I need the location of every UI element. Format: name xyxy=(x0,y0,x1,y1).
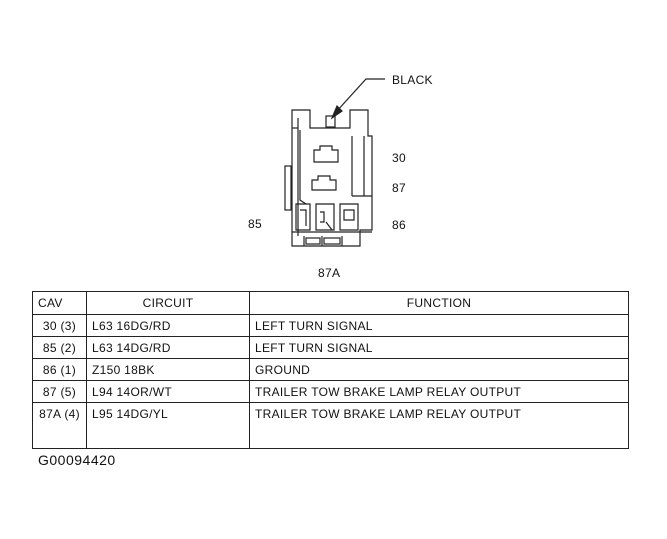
black-label: BLACK xyxy=(392,73,433,87)
cell-function: GROUND xyxy=(249,358,629,381)
cavity-label-87a: 87A xyxy=(318,266,341,280)
cavity-87 xyxy=(311,175,337,191)
table-row: 87 (5) L94 14OR/WT TRAILER TOW BRAKE LAM… xyxy=(32,380,629,403)
cavity-label-86: 86 xyxy=(392,218,406,232)
cavity-30 xyxy=(313,145,339,163)
cavity-86 xyxy=(339,203,359,231)
cell-circuit: Z150 18BK xyxy=(86,358,250,381)
cell-circuit: L94 14OR/WT xyxy=(86,380,250,403)
leader-arrowhead xyxy=(330,104,343,120)
table-row: 87A (4) L95 14DG/YL TRAILER TOW BRAKE LA… xyxy=(32,402,629,449)
table-row: 86 (1) Z150 18BK GROUND xyxy=(32,358,629,381)
cell-circuit: L95 14DG/YL xyxy=(86,402,250,449)
cell-function: LEFT TURN SIGNAL xyxy=(249,314,629,337)
cell-cav: 86 (1) xyxy=(32,358,87,381)
cavity-87a xyxy=(315,203,335,231)
cell-cav: 87 (5) xyxy=(32,380,87,403)
cell-function: TRAILER TOW BRAKE LAMP RELAY OUTPUT xyxy=(249,402,629,449)
header-function: FUNCTION xyxy=(249,291,629,315)
cell-cav: 87A (4) xyxy=(32,402,87,449)
cell-circuit: L63 16DG/RD xyxy=(86,314,250,337)
cavity-85 xyxy=(295,203,311,231)
header-cav: CAV xyxy=(32,291,87,315)
connector-diagram xyxy=(284,78,385,247)
table-row: 30 (3) L63 16DG/RD LEFT TURN SIGNAL xyxy=(32,314,629,337)
header-circuit: CIRCUIT xyxy=(86,291,250,315)
cavity-label-87: 87 xyxy=(392,181,406,195)
cell-function: TRAILER TOW BRAKE LAMP RELAY OUTPUT xyxy=(249,380,629,403)
connector-body xyxy=(284,109,373,247)
table-header-row: CAV CIRCUIT FUNCTION xyxy=(32,291,629,315)
figure-id: G00094420 xyxy=(38,452,116,468)
leader-line xyxy=(335,78,385,113)
cavity-label-30: 30 xyxy=(392,151,406,165)
cell-circuit: L63 14DG/RD xyxy=(86,336,250,359)
table-row: 85 (2) L63 14DG/RD LEFT TURN SIGNAL xyxy=(32,336,629,359)
cavity-label-85: 85 xyxy=(248,217,262,231)
cell-cav: 30 (3) xyxy=(32,314,87,337)
cell-cav: 85 (2) xyxy=(32,336,87,359)
pinout-table: CAV CIRCUIT FUNCTION 30 (3) L63 16DG/RD … xyxy=(32,291,629,449)
cell-function: LEFT TURN SIGNAL xyxy=(249,336,629,359)
